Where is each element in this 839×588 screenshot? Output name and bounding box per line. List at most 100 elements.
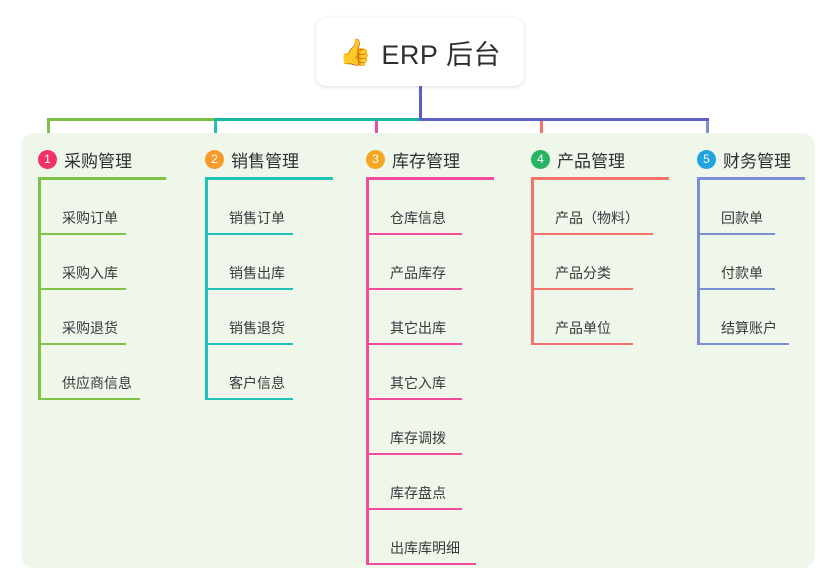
column-underline <box>205 177 333 180</box>
column-title: 库存管理 <box>392 151 460 171</box>
leaf-item-underline <box>38 233 126 235</box>
leaf-item-underline <box>205 343 293 345</box>
leaf-item-label: 产品分类 <box>555 265 611 281</box>
leaf-item[interactable]: 产品库存 <box>366 235 516 290</box>
connector-bar-segment-2 <box>214 118 420 121</box>
column-header-5[interactable]: 5 财务管理 <box>697 146 827 172</box>
column-spine <box>38 180 41 400</box>
leaf-item-label: 库存盘点 <box>390 485 446 501</box>
leaf-item-label: 其它出库 <box>390 320 446 336</box>
connector-bar-segment-1 <box>47 118 217 121</box>
connector-drop-5 <box>706 118 709 146</box>
column-spine <box>531 180 534 345</box>
leaf-item[interactable]: 采购入库 <box>38 235 188 290</box>
leaf-item[interactable]: 出库库明细 <box>366 510 516 565</box>
leaf-item[interactable]: 销售订单 <box>205 180 355 235</box>
column-items-5: 回款单付款单结算账户 <box>697 180 827 345</box>
root-node-card[interactable]: 👍 ERP 后台 <box>316 18 524 86</box>
leaf-item-label: 销售订单 <box>229 210 285 226</box>
leaf-item[interactable]: 其它出库 <box>366 290 516 345</box>
column-items-1: 采购订单采购入库采购退货供应商信息 <box>38 180 188 400</box>
leaf-item[interactable]: 仓库信息 <box>366 180 516 235</box>
leaf-item-underline <box>205 233 293 235</box>
leaf-item-underline <box>205 288 293 290</box>
leaf-item-underline <box>366 453 462 455</box>
leaf-item-underline <box>531 343 633 345</box>
leaf-item-underline <box>366 563 476 565</box>
leaf-item-underline <box>38 343 126 345</box>
leaf-item[interactable]: 库存调拨 <box>366 400 516 455</box>
thumbs-up-icon: 👍 <box>339 37 372 67</box>
leaf-item-underline <box>205 398 293 400</box>
leaf-item-label: 库存调拨 <box>390 430 446 446</box>
column-spine <box>205 180 208 400</box>
column-spine <box>697 180 700 345</box>
leaf-item-label: 采购退货 <box>62 320 118 336</box>
leaf-item[interactable]: 客户信息 <box>205 345 355 400</box>
leaf-item[interactable]: 库存盘点 <box>366 455 516 510</box>
leaf-item-underline <box>531 288 633 290</box>
connector-drop-2 <box>214 118 217 146</box>
leaf-item[interactable]: 采购订单 <box>38 180 188 235</box>
column-number-badge: 3 <box>366 149 385 169</box>
leaf-item-underline <box>366 343 462 345</box>
leaf-item[interactable]: 产品分类 <box>531 235 691 290</box>
column-title: 财务管理 <box>723 151 791 171</box>
leaf-item-label: 产品单位 <box>555 320 611 336</box>
leaf-item[interactable]: 其它入库 <box>366 345 516 400</box>
diagram-panel <box>21 133 815 568</box>
leaf-item-underline <box>697 343 789 345</box>
leaf-item[interactable]: 供应商信息 <box>38 345 188 400</box>
leaf-item-label: 产品库存 <box>390 265 446 281</box>
leaf-item[interactable]: 销售出库 <box>205 235 355 290</box>
column-title: 产品管理 <box>557 151 625 171</box>
leaf-item-underline <box>531 233 653 235</box>
leaf-item-underline <box>366 398 462 400</box>
column-title: 销售管理 <box>231 151 299 171</box>
column-items-4: 产品（物料） 产品分类产品单位 <box>531 180 691 345</box>
leaf-item-underline <box>366 508 462 510</box>
leaf-item-underline <box>38 398 140 400</box>
column-spine <box>366 180 369 565</box>
leaf-item-underline <box>366 288 462 290</box>
column-underline <box>366 177 494 180</box>
leaf-item-label: 供应商信息 <box>62 375 132 391</box>
column-underline <box>697 177 805 180</box>
leaf-item-label: 出库库明细 <box>390 540 460 556</box>
connector-drop-3 <box>375 118 378 146</box>
leaf-item-label: 销售退货 <box>229 320 285 336</box>
connector-bar-segment-3 <box>419 118 709 121</box>
leaf-item-label: 其它入库 <box>390 375 446 391</box>
leaf-item-label: 采购订单 <box>62 210 118 226</box>
leaf-item-label: 回款单 <box>721 210 763 226</box>
leaf-item-label: 客户信息 <box>229 375 285 391</box>
column-title: 采购管理 <box>64 151 132 171</box>
connector-drop-1 <box>47 118 50 146</box>
leaf-item[interactable]: 结算账户 <box>697 290 827 345</box>
leaf-item[interactable]: 回款单 <box>697 180 827 235</box>
leaf-item-label: 仓库信息 <box>390 210 446 226</box>
leaf-item-label: 采购入库 <box>62 265 118 281</box>
leaf-item[interactable]: 付款单 <box>697 235 827 290</box>
column-number-badge: 5 <box>697 149 716 169</box>
leaf-item-underline <box>697 288 775 290</box>
column-items-3: 仓库信息产品库存其它出库其它入库库存调拨库存盘点出库库明细 <box>366 180 516 565</box>
leaf-item[interactable]: 产品单位 <box>531 290 691 345</box>
column-underline <box>531 177 669 180</box>
column-header-3[interactable]: 3 库存管理 <box>366 146 516 172</box>
leaf-item-label: 销售出库 <box>229 265 285 281</box>
leaf-item[interactable]: 销售退货 <box>205 290 355 345</box>
leaf-item[interactable]: 产品（物料） <box>531 180 691 235</box>
connector-drop-4 <box>540 118 543 146</box>
root-trunk-line <box>419 86 422 121</box>
leaf-item[interactable]: 采购退货 <box>38 290 188 345</box>
column-items-2: 销售订单销售出库销售退货客户信息 <box>205 180 355 400</box>
leaf-item-underline <box>366 233 462 235</box>
leaf-item-label: 结算账户 <box>721 320 777 336</box>
